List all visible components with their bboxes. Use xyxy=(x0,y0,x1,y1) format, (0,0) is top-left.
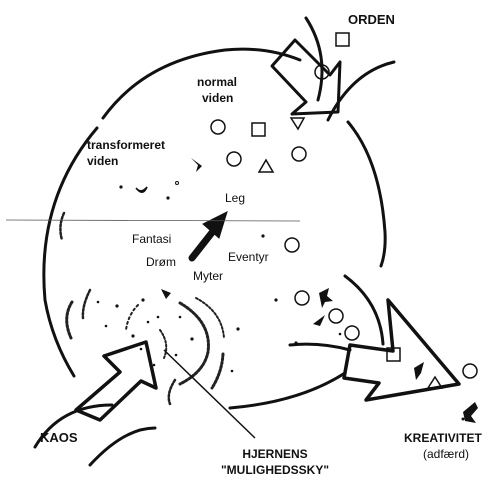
label-transformeret: transformeret xyxy=(87,139,165,151)
label-adfaerd: (adfærd) xyxy=(423,448,469,460)
krea-symbol xyxy=(463,402,478,423)
normal-circle-1 xyxy=(211,120,225,134)
myter-shard xyxy=(161,289,171,299)
label-kaos: KAOS xyxy=(40,431,78,444)
transform-shard-1 xyxy=(191,158,202,172)
hjernens-pointer-line xyxy=(164,350,255,438)
brain-circle-arc-bottom xyxy=(230,373,345,408)
label-hjernens: HJERNENS xyxy=(200,448,350,460)
label-normal-viden: viden xyxy=(202,92,233,104)
label-myter: Myter xyxy=(193,270,223,282)
kreativitet-arrow xyxy=(344,300,459,400)
label-drom: Drøm xyxy=(146,256,176,268)
krea-dot xyxy=(462,418,465,421)
right-dot-2 xyxy=(294,341,297,344)
normal-circle-3 xyxy=(292,147,306,161)
krea-shard xyxy=(414,362,424,380)
label-eventyr: Eventyr xyxy=(228,251,269,263)
right-dot-3 xyxy=(339,333,342,336)
chaos-dots xyxy=(97,298,240,372)
right-dot-1 xyxy=(274,298,277,301)
krea-circle xyxy=(463,364,477,378)
transform-crescent xyxy=(136,187,147,192)
normal-square xyxy=(252,123,265,136)
right-circle-2 xyxy=(329,309,343,323)
right-circle-1 xyxy=(295,291,309,305)
normal-circle-2 xyxy=(227,152,241,166)
leg-arrow xyxy=(192,212,227,258)
orden-arrow xyxy=(272,40,340,114)
label-orden: ORDEN xyxy=(348,13,395,26)
kreativitet-funnel-lower-wall xyxy=(290,344,350,350)
orden-triangle xyxy=(291,118,304,129)
transform-dot-2 xyxy=(166,196,169,199)
orden-square xyxy=(336,33,349,46)
transform-dot-3 xyxy=(176,182,179,185)
label-fantasi: Fantasi xyxy=(132,233,171,245)
label-mulighedssky: "MULIGHEDSSKY" xyxy=(200,464,350,476)
label-leg: Leg xyxy=(225,192,245,204)
kaos-funnel-right-wall xyxy=(90,428,155,465)
label-kreativitet: KREATIVITET xyxy=(404,432,482,444)
right-shard-2 xyxy=(313,315,325,326)
right-shard-1 xyxy=(319,288,333,308)
right-circle-3 xyxy=(345,326,359,340)
eventyr-circle xyxy=(285,238,299,252)
brain-circle-arc-right xyxy=(348,122,385,266)
kreativitet-funnel-upper-wall xyxy=(345,276,383,344)
label-normal: normal xyxy=(197,76,237,88)
mid-dot-1 xyxy=(261,234,264,237)
transform-dot-1 xyxy=(119,185,122,188)
normal-triangle xyxy=(259,160,273,172)
label-transformeret-viden: viden xyxy=(87,155,118,167)
